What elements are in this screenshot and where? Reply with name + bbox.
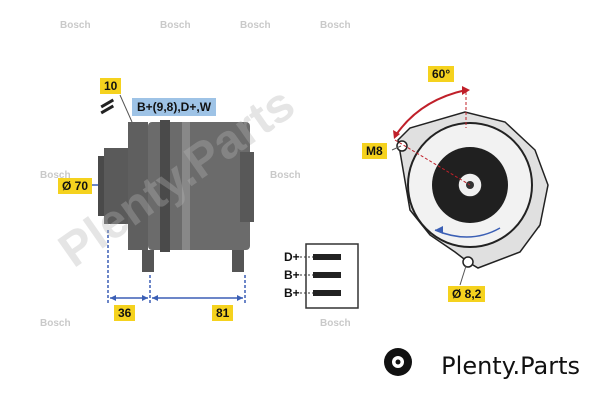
brand-logo[interactable]: Plenty.Parts — [441, 352, 580, 380]
diameter-8-2-label: Ø 8,2 — [448, 286, 486, 302]
alternator-front-view — [391, 86, 549, 286]
pin-b-plus-label: B+ — [284, 268, 300, 282]
watermark: Bosch — [320, 318, 351, 329]
brand-text: Plenty.Parts — [441, 352, 580, 380]
dimension-81-label: 81 — [212, 305, 234, 321]
brake-disc-icon — [384, 348, 412, 376]
watermark: Bosch — [320, 20, 351, 31]
watermark: Bosch — [160, 20, 191, 31]
alternator-side-view — [90, 94, 254, 305]
thread-m8-label: M8 — [362, 143, 387, 159]
terminals-label: B+(9,8),D+,W — [132, 98, 217, 116]
angle-60-label: 60° — [428, 66, 455, 82]
connector-diagram — [300, 243, 359, 309]
dimension-36-label: 36 — [114, 305, 136, 321]
size-10-label: 10 — [100, 78, 122, 94]
watermark: Bosch — [40, 318, 71, 329]
pin-b-plus-label: B+ — [284, 286, 300, 300]
watermark: Bosch — [40, 170, 71, 181]
pin-d-plus-label: D+ — [284, 250, 300, 264]
wrench-icon — [100, 98, 115, 115]
diameter-70-label: Ø 70 — [58, 178, 93, 194]
watermark: Bosch — [240, 20, 271, 31]
watermark: Bosch — [270, 170, 301, 181]
watermark: Bosch — [60, 20, 91, 31]
